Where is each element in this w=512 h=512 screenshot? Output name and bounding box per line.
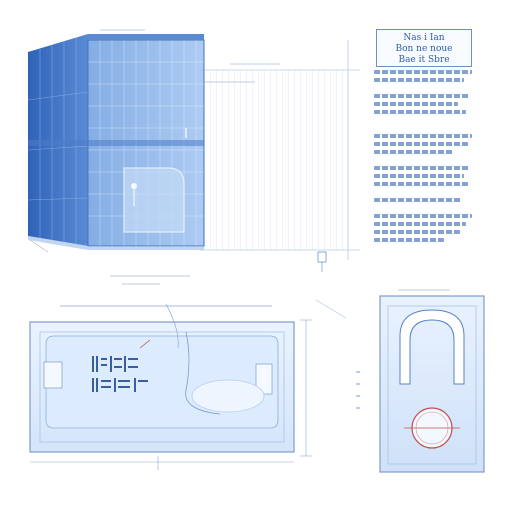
construction-grid [208,70,348,250]
faucet-icon [131,183,137,189]
plan-view [29,299,347,470]
specification-notes [374,70,474,246]
tub-outline [123,167,185,233]
perspective-view [27,29,360,285]
end-elevation-view [356,289,485,473]
elevation-arch [399,309,465,385]
title-line-3: Bae it Sbre [398,55,450,65]
title-line-1: Nas i Ian [403,33,445,43]
title-block: Nas i Ian Bon ne noue Bae it Sbre [376,29,472,67]
title-line-2: Bon ne noue [395,44,453,54]
